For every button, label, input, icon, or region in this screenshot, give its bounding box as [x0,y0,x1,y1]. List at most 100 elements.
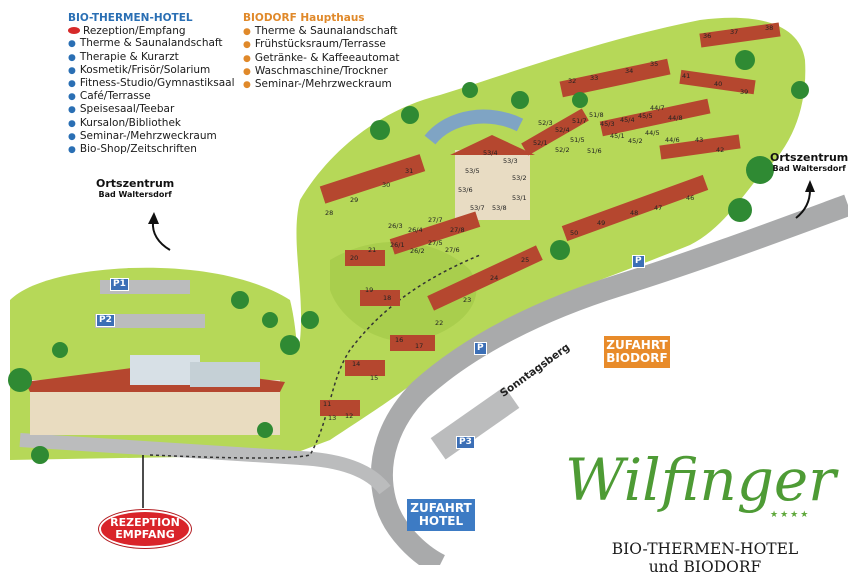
house-number: 53/7 [470,204,485,212]
house-number: 46 [686,194,694,202]
sign-line: REZEPTION [110,516,180,529]
house-number: 53/8 [492,204,507,212]
house-number-labels: 36 37 38 32 33 34 35 41 40 39 44/7 44/8 … [323,24,773,422]
house-number: 28 [325,209,333,217]
house-number: 36 [703,32,711,40]
house-number: 44/7 [650,104,665,112]
parking-p3-label: P3 [456,436,475,449]
house-number: 13 [328,414,336,422]
house-number: 11 [323,400,331,408]
house-number: 48 [630,209,638,217]
house-number: 40 [714,80,722,88]
house-number: 32 [568,77,576,85]
house-number: 16 [395,336,403,344]
house-number: 24 [490,274,498,282]
house-number: 53/2 [512,174,527,182]
legend-item: Seminar-/Mehrzweckraum [243,78,400,91]
legend-biodorf-title: BIODORF Haupthaus [243,12,365,24]
rating-stars: ★★★★ [770,510,811,520]
legend-item: Kosmetik/Frisör/Solarium [68,64,235,77]
sign-line: BIODORF [606,351,668,365]
parking-p2-label: P2 [96,314,115,327]
sign-line: HOTEL [418,514,464,528]
legend-item: Café/Terrasse [68,90,235,103]
ortszentrum-title: Ortszentrum [96,177,175,190]
house-number: 49 [597,219,605,227]
hotel-building [25,355,285,435]
house-number: 22 [435,319,443,327]
house-number: 37 [730,28,738,36]
legend-item: Therme & Saunalandschaft [68,37,235,50]
house-number: 51/6 [587,147,602,155]
house-number: 52/2 [555,146,570,154]
legend-item: Frühstücksraum/Terrasse [243,38,400,51]
legend-item: Fitness-Studio/Gymnastiksaal [68,77,235,90]
house-number: 42 [716,146,724,154]
zufahrt-biodorf-sign: ZUFAHRT BIODORF [604,336,670,368]
house-number: 26/2 [410,247,425,255]
house-number: 45/1 [610,132,625,140]
house-number: 26/3 [388,222,403,230]
house-number: 26/4 [408,226,423,234]
house-number: 53/1 [512,194,527,202]
ortszentrum-subtitle: Bad Waltersdorf [772,164,846,173]
house-number: 26/1 [390,241,405,249]
house-number: 20 [350,254,358,262]
parking-p1-label: P1 [110,278,129,291]
house-number: 27/5 [428,239,443,247]
house-number: 50 [570,229,578,237]
zufahrt-hotel-sign: ZUFAHRT HOTEL [407,499,475,531]
legend-item: Therme & Saunalandschaft [243,25,400,38]
legend-item: Speisesaal/Teebar [68,103,235,116]
house-number: 19 [365,286,373,294]
arrow-right-head-icon [805,180,815,192]
sign-line: ZUFAHRT [410,501,472,515]
house-number: 39 [740,88,748,96]
arrow-left-head-icon [148,212,159,224]
road-hotel-access [19,433,391,495]
house-number: 15 [370,374,378,382]
house-number: 34 [625,67,633,75]
house-number: 12 [345,412,353,420]
legend-item: Kursalon/Bibliothek [68,117,235,130]
house-number: 27/6 [445,246,460,254]
house-number: 18 [383,294,391,302]
house-number: 53/5 [465,167,480,175]
house-number: 53/3 [503,157,518,165]
house-number: 33 [590,74,598,82]
house-number: 35 [650,60,658,68]
legend-hotel: BIO-THERMEN-HOTEL Rezeption/Empfang Ther… [68,12,235,156]
wilfinger-logo: Wilfinger [565,446,839,514]
house-number: 14 [352,360,360,368]
arrow-left-icon [151,221,171,251]
house-number: 29 [350,196,358,204]
house-number: 47 [654,204,662,212]
ortszentrum-right-label: Ortszentrum Bad Waltersdorf [770,152,848,174]
house-number: 45/3 [600,120,615,128]
house-number: 51/5 [570,136,585,144]
house-number: 27/8 [450,226,465,234]
house-number: 45/5 [638,112,653,120]
house-number: 52/4 [555,126,570,134]
house-number: 43 [695,136,703,144]
house-number: 51/8 [589,111,604,119]
house-number: 53/6 [458,186,473,194]
hill-shade [330,241,477,342]
ortszentrum-left-label: Ortszentrum Bad Waltersdorf [96,177,175,200]
house-number: 45/2 [628,137,643,145]
legend-item: Rezeption/Empfang [68,25,235,37]
house-number: 25 [521,256,529,264]
parking-p2-area [95,314,205,328]
house-number: 44/6 [665,136,680,144]
house-number: 21 [368,246,376,254]
legend-biodorf: BIODORF Haupthaus Therme & Saunalandscha… [243,12,400,91]
house-number: 41 [682,72,690,80]
house-number: 44/8 [668,114,683,122]
house-groups [319,22,781,416]
brand-line-2: und BIODORF [648,558,762,576]
arrow-right-icon [795,189,811,219]
road-sonntagsberg [371,194,848,565]
parking-p3-area [430,386,520,460]
trees [8,50,809,464]
